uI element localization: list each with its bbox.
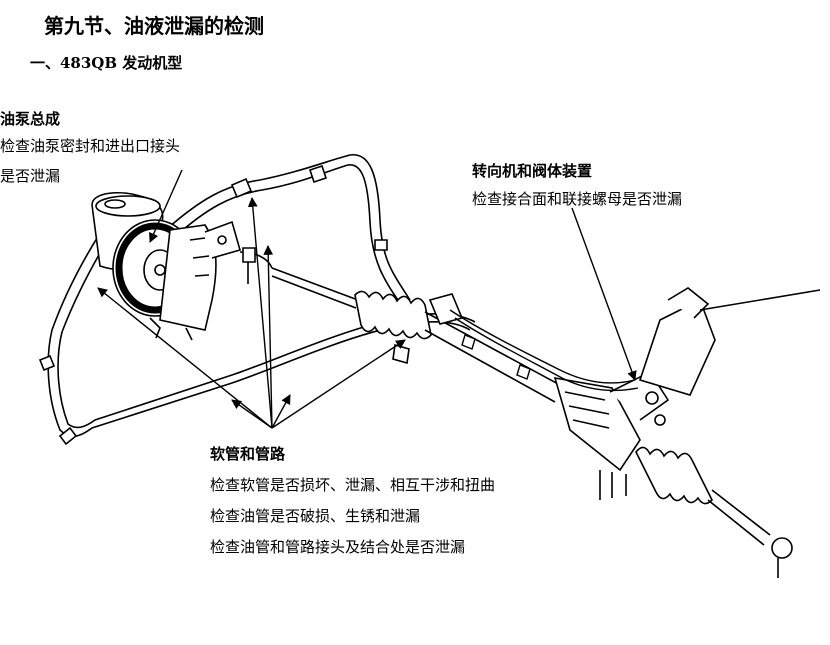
hose-arrow-3 <box>263 245 274 429</box>
hose-arrow-2 <box>247 197 273 429</box>
hose-arch-upper <box>167 154 411 307</box>
hoses-callout-label: 软管和管路 <box>210 445 286 463</box>
engine-type-subtitle: 一、483QB 发动机型 <box>30 54 183 72</box>
steering-gear-callout-line-1: 检查接合面和联接螺母是否泄漏 <box>472 190 683 208</box>
hose-loop-left <box>38 214 476 446</box>
pump-callout-label: 油泵总成 <box>0 110 61 128</box>
hoses-callout-line-1: 检查软管是否损坏、泄漏、相互干涉和扭曲 <box>210 476 496 494</box>
hoses-callout-line-3: 检查油管和管路接头及结合处是否泄漏 <box>210 538 466 556</box>
pump-callout-line-1: 检查油泵密封和进出口接头 <box>0 137 181 155</box>
hose-arrow-5 <box>271 394 291 429</box>
callout-arrows <box>97 169 637 429</box>
page-title: 第九节、油液泄漏的检测 <box>44 14 264 38</box>
pressure-line <box>449 309 639 392</box>
steering-rack <box>239 247 821 578</box>
pump-assembly <box>91 191 241 341</box>
hoses-callout-line-2: 检查油管是否破损、生锈和泄漏 <box>210 507 421 525</box>
pump-callout-line-2: 是否泄漏 <box>0 167 61 185</box>
steering-gear-callout-label: 转向机和阀体装置 <box>472 162 593 180</box>
hose-arrow-4 <box>231 399 273 429</box>
hose-arrow-1 <box>97 287 273 429</box>
steering-gear-callout-arrow <box>571 207 637 381</box>
pump-callout-arrow <box>149 169 183 243</box>
hose-arrow-6 <box>271 339 406 429</box>
